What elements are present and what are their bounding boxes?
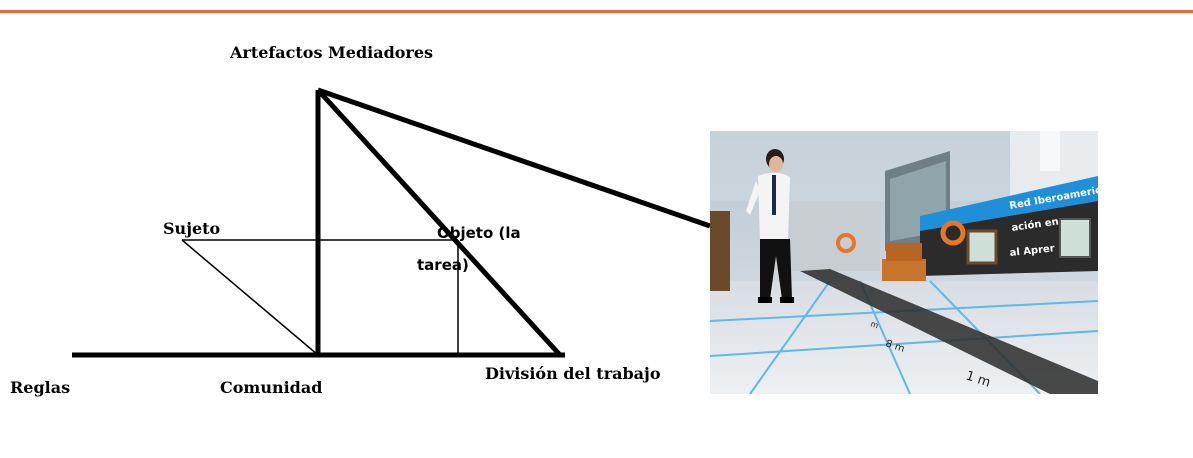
comunidad-label: Comunidad — [220, 378, 323, 397]
reglas-label: Reglas — [10, 378, 71, 397]
sign-line3: al Aprer — [1009, 243, 1055, 259]
subject-community-line — [181, 239, 319, 356]
top-divider — [0, 10, 1193, 13]
objeto-label-line1: Objeto (la — [437, 224, 521, 242]
sujeto-label: Sujeto — [163, 219, 221, 238]
mediator-to-division-line — [316, 88, 562, 357]
artefactos-label: Artefactos Mediadores — [230, 43, 434, 62]
mediator-to-photo-line — [317, 87, 711, 229]
ruler-1m-label: 1 m — [964, 369, 992, 391]
ruler-m-label: m — [869, 319, 879, 330]
avatar — [746, 149, 794, 303]
virtual-world-screenshot: 1 m 8 m m Red Iberoamericana de ación en… — [710, 131, 1098, 394]
virtual-world-scene: 1 m 8 m m Red Iberoamericana de ación en… — [710, 131, 1098, 394]
objeto-label-line2: tarea) — [417, 256, 469, 274]
division-label: División del trabajo — [485, 364, 661, 383]
